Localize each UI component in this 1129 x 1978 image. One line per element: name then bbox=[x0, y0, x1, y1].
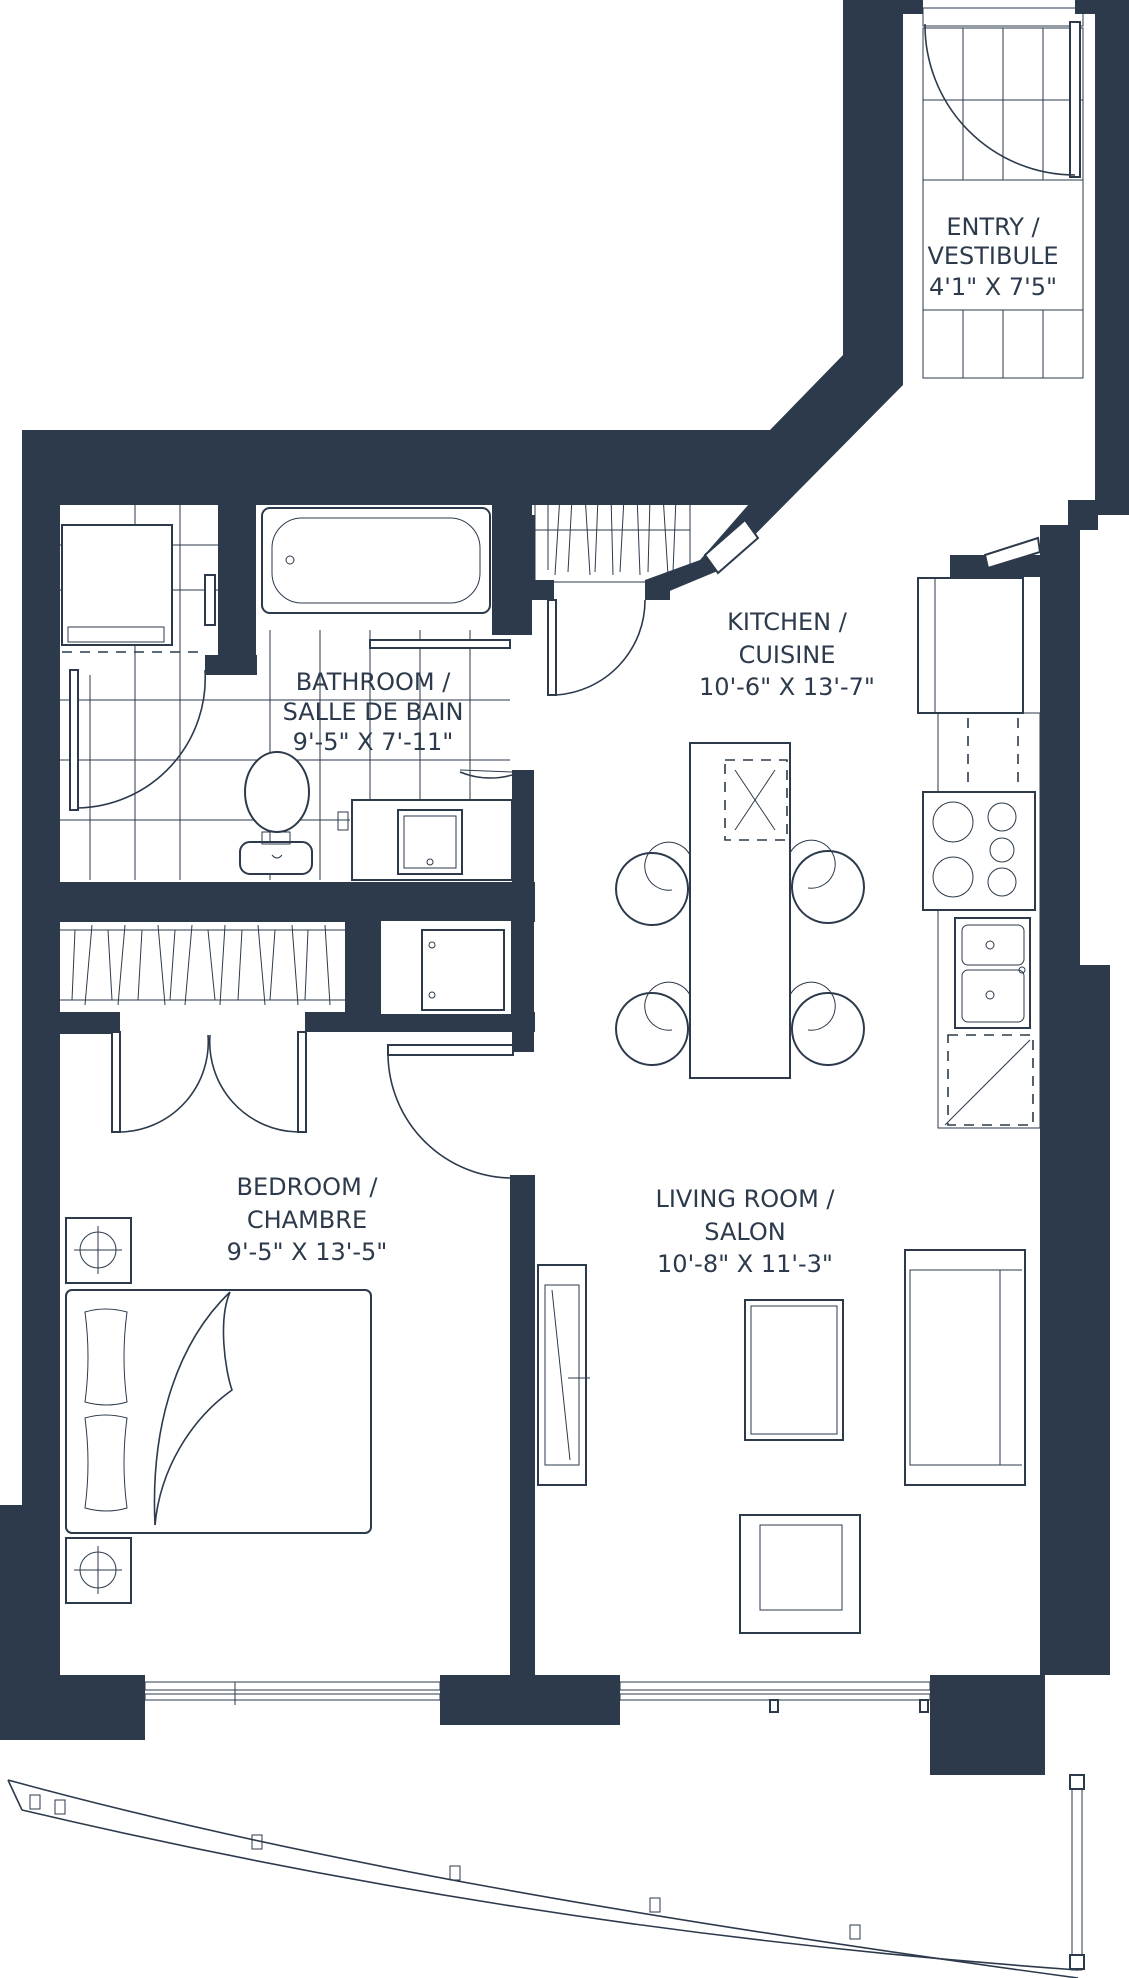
stove-icon bbox=[922, 791, 1036, 911]
bedroom-area bbox=[65, 1217, 372, 1604]
toilet-icon bbox=[244, 751, 310, 833]
bath-closet-return bbox=[205, 655, 257, 675]
room-dimensions: 4'1" X 7'5" bbox=[929, 273, 1057, 301]
room-name-alt: VESTIBULE bbox=[927, 242, 1058, 270]
room-dimensions: 10'-6" X 13'-7" bbox=[699, 673, 875, 701]
sink-icon bbox=[397, 809, 463, 875]
bottom-wall-mid bbox=[440, 1675, 620, 1725]
bottom-wall-right bbox=[930, 1675, 1045, 1775]
bath-jamb bbox=[510, 515, 535, 595]
room-dimensions: 10'-8" X 11'-3" bbox=[657, 1250, 833, 1278]
balcony-railing bbox=[7, 1779, 1079, 1978]
door-swing-icon bbox=[459, 771, 513, 779]
entry-right-wall bbox=[1095, 0, 1129, 515]
label-kitchen: KITCHEN / CUISINE 10'-6" X 13'-7" bbox=[699, 608, 875, 701]
bathroom-area bbox=[60, 505, 513, 881]
entry-left-wall bbox=[843, 0, 903, 380]
bed-icon bbox=[65, 1289, 372, 1534]
bedroom-living-wall bbox=[510, 1175, 535, 1675]
entry-area bbox=[922, 7, 1084, 379]
room-name-alt: CUISINE bbox=[739, 641, 836, 669]
kitchen-top-wall bbox=[950, 555, 1060, 577]
shower-icon bbox=[61, 524, 173, 646]
right-wall-lower bbox=[1040, 965, 1110, 1675]
diagonal-wall bbox=[645, 355, 903, 595]
fridge bbox=[917, 577, 1024, 714]
closet-area bbox=[60, 919, 531, 1179]
room-dimensions: 9'-5" X 13'-5" bbox=[227, 1238, 388, 1266]
top-wall bbox=[22, 430, 770, 505]
room-name-alt: SALLE DE BAIN bbox=[283, 698, 464, 726]
closet-bottom-left bbox=[60, 1012, 120, 1034]
closet-bottom-wall bbox=[305, 1012, 535, 1032]
entry-top-left-jamb bbox=[903, 0, 923, 14]
bathtub-icon bbox=[261, 507, 491, 614]
entry-door bbox=[1069, 21, 1081, 178]
bar-stools bbox=[615, 839, 865, 1066]
laundry-right-wall bbox=[512, 922, 534, 1052]
coffee-table bbox=[744, 1299, 844, 1441]
room-name: LIVING ROOM / bbox=[655, 1185, 835, 1213]
pantry-door bbox=[703, 518, 760, 575]
mid-horizontal-wall bbox=[60, 882, 535, 922]
left-wall bbox=[22, 430, 60, 1675]
room-name-alt: CHAMBRE bbox=[247, 1206, 367, 1234]
door-swing-icon bbox=[555, 599, 646, 696]
sink-icon bbox=[954, 917, 1031, 1029]
label-living: LIVING ROOM / SALON 10'-8" X 11'-3" bbox=[655, 1185, 835, 1278]
windows-balcony bbox=[7, 1681, 1085, 1978]
sofa-icon bbox=[904, 1249, 1026, 1486]
room-name: BEDROOM / bbox=[237, 1173, 379, 1201]
tv-console bbox=[537, 1264, 587, 1486]
room-name: KITCHEN / bbox=[727, 608, 848, 636]
room-name-alt: SALON bbox=[704, 1218, 785, 1246]
right-wall-corner bbox=[1068, 500, 1098, 530]
room-name: ENTRY / bbox=[946, 213, 1040, 241]
label-bedroom: BEDROOM / CHAMBRE 9'-5" X 13'-5" bbox=[227, 1173, 388, 1266]
kitchen-pantry bbox=[534, 486, 760, 696]
label-bathroom: BATHROOM / SALLE DE BAIN 9'-5" X 7'-11" bbox=[283, 668, 464, 756]
closet-divider-wall bbox=[345, 922, 380, 1027]
door-swing-icon bbox=[924, 23, 1076, 176]
bath-closet-wall bbox=[218, 505, 256, 675]
kitchen-jamb-right bbox=[645, 580, 670, 600]
kitchen-area bbox=[615, 536, 1042, 1129]
bottom-wall-left bbox=[0, 1675, 145, 1740]
cooktop bbox=[724, 759, 788, 841]
entry-top-right-jamb bbox=[1075, 0, 1095, 14]
kitchen-island bbox=[689, 742, 791, 1079]
label-entry: ENTRY / VESTIBULE 4'1" X 7'5" bbox=[927, 213, 1058, 301]
room-dimensions: 9'-5" X 7'-11" bbox=[293, 728, 454, 756]
walls bbox=[0, 0, 1129, 1775]
room-name: BATHROOM / bbox=[296, 668, 452, 696]
kitchen-jamb-left bbox=[532, 580, 554, 600]
door-swing-icon bbox=[387, 1054, 513, 1179]
living-area bbox=[537, 1249, 1075, 1634]
